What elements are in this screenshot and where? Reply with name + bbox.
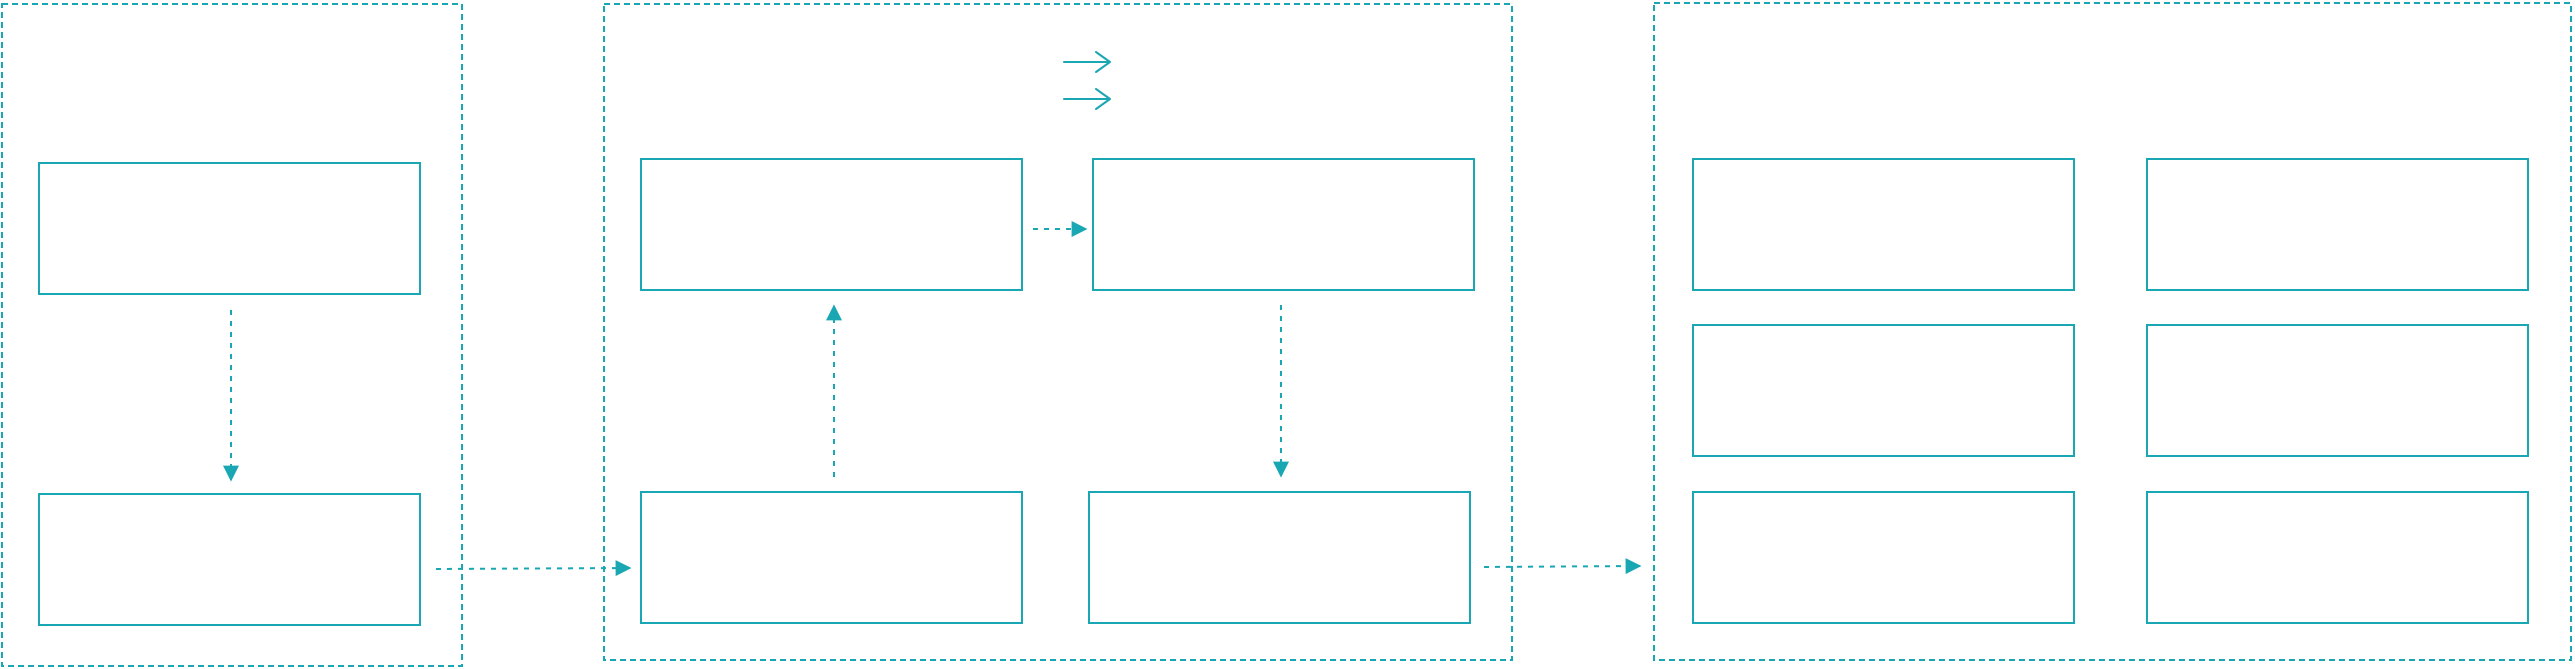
box-left-top — [38, 162, 421, 295]
box-mid-bottom-left — [640, 491, 1023, 624]
double-right-arrow-icon — [1063, 51, 1111, 73]
box-right-r3-c2 — [2146, 491, 2529, 624]
connector-left-to-middle — [435, 560, 632, 577]
legend — [1063, 51, 1111, 110]
double-right-arrow-icon — [1063, 88, 1111, 110]
panel-left — [1, 3, 463, 667]
box-right-r2-c2 — [2146, 324, 2529, 457]
connector-middle-to-right — [1483, 558, 1642, 575]
box-right-r2-c1 — [1692, 324, 2075, 457]
panel-right — [1653, 2, 2572, 661]
box-mid-bottom-right — [1088, 491, 1471, 624]
box-mid-top-left — [640, 158, 1023, 291]
box-right-r1-c1 — [1692, 158, 2075, 291]
box-right-r3-c1 — [1692, 491, 2075, 624]
box-left-bottom — [38, 493, 421, 626]
box-mid-top-right — [1092, 158, 1475, 291]
box-right-r1-c2 — [2146, 158, 2529, 291]
panel-middle — [603, 3, 1513, 661]
